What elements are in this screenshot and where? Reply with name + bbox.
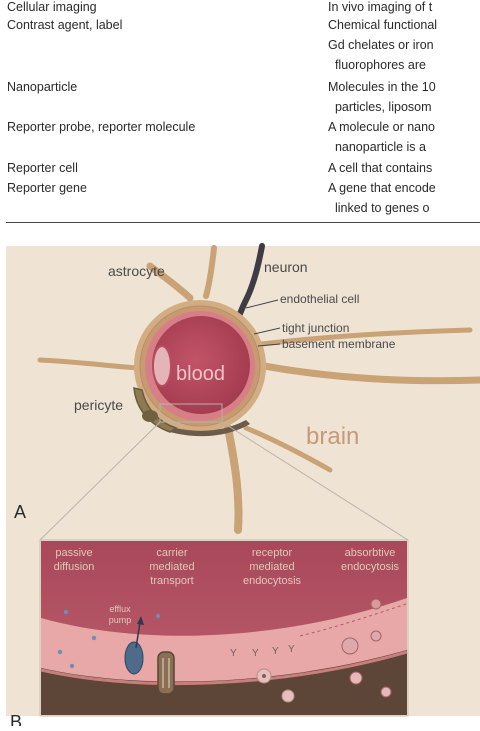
table-row: Reporter cell A cell that contains	[0, 161, 480, 179]
diffusing-molecule	[58, 650, 62, 654]
diffusing-molecule	[70, 664, 74, 668]
term-cell: Reporter cell	[7, 161, 78, 175]
efflux-pump-line1: efflux	[109, 604, 131, 614]
carrier-transporter	[158, 652, 174, 694]
bbb-diagram-svg: astrocyte neuron endothelial cell tight …	[0, 238, 480, 726]
red-blood-cell	[153, 346, 171, 386]
inset-col2-line1: carrier	[156, 547, 188, 559]
label-brain: brain	[306, 423, 359, 450]
diffusing-molecule	[156, 614, 160, 618]
table-row: nanoparticle is a	[0, 140, 480, 158]
definition-cell: Molecules in the 10	[328, 80, 436, 94]
label-endothelial-cell: endothelial cell	[280, 292, 359, 306]
label-astrocyte: astrocyte	[108, 263, 165, 279]
efflux-pump-line2: pump	[109, 615, 132, 625]
inset-col4-line1: absorbtive	[345, 547, 396, 559]
definition-cell: Chemical functional	[328, 18, 437, 32]
endocytic-vesicle	[282, 690, 294, 702]
label-blood: blood	[176, 363, 225, 385]
absorptive-vesicle	[350, 672, 362, 684]
term-cell: Contrast agent, label	[7, 18, 122, 32]
definition-cell: A molecule or nano	[328, 120, 435, 134]
label-basement-membrane: basement membrane	[282, 337, 396, 351]
receptor-symbol: Y	[288, 644, 295, 655]
efflux-pump-protein	[125, 642, 143, 674]
label-panel-a: A	[14, 502, 26, 522]
definition-cell: Gd chelates or iron	[328, 38, 434, 52]
endocytic-vesicle	[262, 674, 266, 678]
table-row: fluorophores are	[0, 58, 480, 76]
inset-col2-line2: mediated	[149, 561, 194, 573]
inset-col4-line2: endocytosis	[341, 561, 400, 573]
table-row: particles, liposom	[0, 100, 480, 118]
table-row: Contrast agent, label Chemical functiona…	[0, 18, 480, 36]
label-pericyte: pericyte	[74, 397, 123, 413]
pericyte-nucleus	[142, 410, 158, 422]
inset-panel: passive diffusion carrier mediated trans…	[40, 540, 408, 716]
term-cell: Nanoparticle	[7, 80, 77, 94]
inset-col3-line2: mediated	[249, 561, 294, 573]
glossary-table: Cellular imaging In vivo imaging of t Co…	[0, 0, 480, 225]
receptor-symbol: Y	[252, 648, 259, 659]
inset-col3-line3: endocytosis	[243, 575, 302, 587]
diffusing-molecule	[64, 610, 68, 614]
definition-cell: In vivo imaging of t	[328, 0, 432, 14]
absorptive-vesicle	[381, 687, 391, 697]
table-row: Nanoparticle Molecules in the 10	[0, 80, 480, 98]
table-bottom-rule	[6, 222, 480, 223]
definition-cell: linked to genes o	[328, 201, 429, 215]
table-row: Cellular imaging In vivo imaging of t	[0, 0, 480, 18]
table-row: Gd chelates or iron	[0, 38, 480, 56]
table-row: Reporter probe, reporter molecule A mole…	[0, 120, 480, 138]
definition-cell: A gene that encode	[328, 181, 436, 195]
label-neuron: neuron	[264, 259, 308, 275]
definition-cell: nanoparticle is a	[328, 140, 426, 154]
absorptive-vesicle	[371, 631, 381, 641]
bbb-figure: astrocyte neuron endothelial cell tight …	[0, 238, 480, 726]
table-row: Reporter gene A gene that encode	[0, 181, 480, 199]
receptor-symbol: Y	[272, 646, 279, 657]
term-cell: Cellular imaging	[7, 0, 97, 14]
absorptive-vesicle	[371, 599, 381, 609]
term-cell: Reporter probe, reporter molecule	[7, 120, 195, 134]
inset-col2-line3: transport	[150, 575, 193, 587]
inset-col1-line2: diffusion	[54, 561, 95, 573]
diffusing-molecule	[92, 636, 96, 640]
inset-col3-line1: receptor	[252, 547, 293, 559]
inset-col1-line1: passive	[55, 547, 92, 559]
label-panel-b: B	[10, 712, 22, 726]
receptor-symbol: Y	[230, 648, 237, 659]
absorptive-vesicle	[342, 638, 358, 654]
definition-cell: fluorophores are	[328, 58, 426, 72]
definition-cell: particles, liposom	[328, 100, 432, 114]
definition-cell: A cell that contains	[328, 161, 432, 175]
label-tight-junction: tight junction	[282, 321, 349, 335]
table-row: linked to genes o	[0, 201, 480, 219]
term-cell: Reporter gene	[7, 181, 87, 195]
